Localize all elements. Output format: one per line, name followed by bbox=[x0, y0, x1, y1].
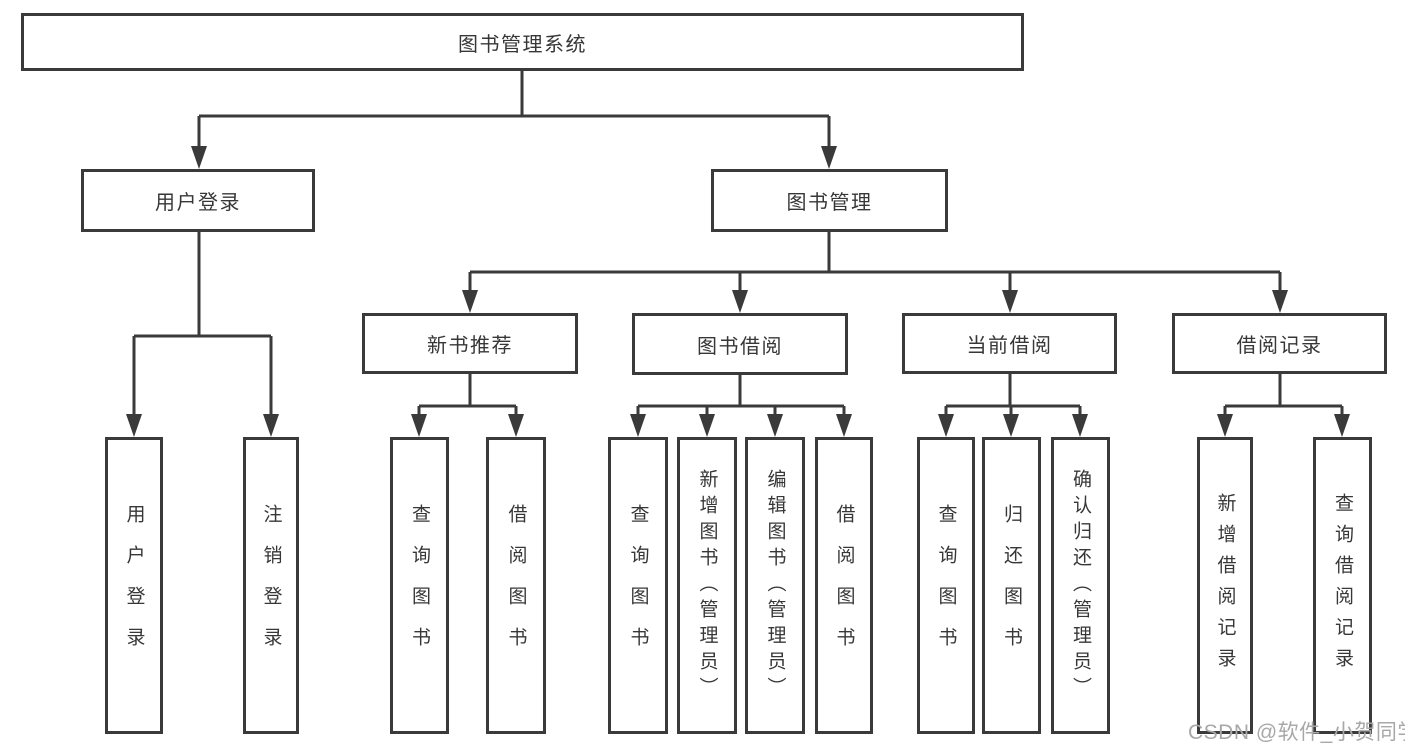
node-current-borrow: 当前借阅 bbox=[902, 313, 1117, 374]
leaf-edit-book-admin: 编辑图书（管理员） bbox=[745, 437, 805, 734]
csdn-watermark: CSDN @软件_小贺同学 bbox=[1188, 721, 1405, 744]
arrowhead bbox=[732, 290, 748, 313]
edge-user-login-children bbox=[132, 232, 273, 416]
edge-current-borrow-children bbox=[944, 374, 1082, 416]
arrowhead bbox=[263, 414, 279, 437]
arrowhead bbox=[836, 414, 852, 437]
leaf-user-login: 用户登录 bbox=[105, 437, 163, 734]
arrowhead bbox=[938, 414, 954, 437]
leaf-query-borrow-record: 查询借阅记录 bbox=[1313, 437, 1372, 734]
edge-new-book-recommend-children bbox=[417, 374, 518, 416]
arrowhead bbox=[767, 414, 783, 437]
arrowhead bbox=[126, 414, 142, 437]
arrowhead bbox=[821, 146, 837, 169]
leaf-borrow-book: 借阅图书 bbox=[815, 437, 873, 734]
arrowhead bbox=[1072, 414, 1088, 437]
arrowhead bbox=[1272, 290, 1288, 313]
leaf-query-book-recommend: 查询图书 bbox=[390, 437, 449, 734]
leaf-add-book-admin: 新增图书（管理员） bbox=[677, 437, 737, 734]
edge-book-management-children bbox=[468, 232, 1282, 292]
leaf-add-borrow-record: 新增借阅记录 bbox=[1197, 437, 1253, 734]
arrowhead bbox=[1003, 414, 1019, 437]
node-user-login: 用户登录 bbox=[81, 169, 315, 232]
arrowhead bbox=[1002, 290, 1018, 313]
leaf-confirm-return-admin: 确认归还（管理员） bbox=[1051, 437, 1110, 734]
arrowhead bbox=[1217, 414, 1233, 437]
edge-book-borrow-children bbox=[636, 375, 846, 416]
arrowhead bbox=[462, 290, 478, 313]
edge-borrow-records-children bbox=[1223, 374, 1344, 416]
node-borrow-records: 借阅记录 bbox=[1172, 313, 1387, 374]
arrowhead bbox=[508, 414, 524, 437]
node-book-borrow: 图书借阅 bbox=[632, 313, 848, 375]
arrowhead bbox=[411, 414, 427, 437]
arrowhead bbox=[191, 146, 207, 169]
leaf-query-book-current: 查询图书 bbox=[917, 437, 975, 734]
leaf-query-book-borrow: 查询图书 bbox=[608, 437, 668, 734]
node-root-library-system: 图书管理系统 bbox=[21, 13, 1024, 71]
node-new-book-recommend: 新书推荐 bbox=[362, 313, 578, 374]
leaf-return-book: 归还图书 bbox=[982, 437, 1041, 734]
arrowhead bbox=[699, 414, 715, 437]
edge-root-to-level2 bbox=[197, 71, 831, 148]
leaf-logout: 注销登录 bbox=[243, 437, 299, 734]
arrowhead bbox=[1334, 414, 1350, 437]
arrowhead bbox=[630, 414, 646, 437]
node-book-management: 图书管理 bbox=[711, 169, 948, 232]
leaf-borrow-book-recommend: 借阅图书 bbox=[486, 437, 546, 734]
